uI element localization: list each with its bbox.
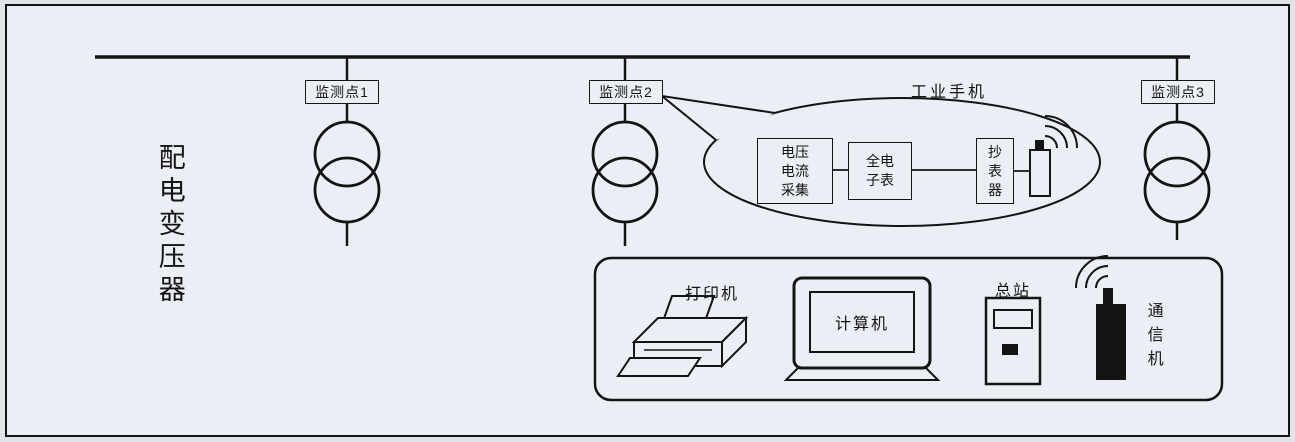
transformer-symbol-3	[1143, 57, 1211, 240]
monitor-point-2-label: 监测点2	[589, 80, 663, 104]
wireless-signal-icon	[1044, 115, 1078, 149]
communicator-icon	[1096, 288, 1126, 380]
callout-title: 工业手机	[910, 84, 987, 101]
monitor-point-1-label: 监测点1	[305, 80, 379, 104]
handheld-reader-icon	[1029, 140, 1051, 197]
station-enclosure	[593, 256, 1224, 402]
wireless-signal-icon	[1075, 255, 1109, 289]
master-station-label: 总站	[994, 283, 1031, 300]
printer-icon	[616, 295, 749, 377]
transformer-symbol-2	[591, 57, 659, 246]
callout-box-voltage-current: 电压电流采集	[757, 138, 833, 204]
callout-box-meter-reader: 抄表器	[976, 138, 1014, 204]
communicator-label: 通信机	[1147, 303, 1164, 368]
monitor-icon	[783, 276, 941, 381]
monitor-point-3-label: 监测点3	[1141, 80, 1215, 104]
callout-box-meter-reader-label: 抄表器	[988, 143, 1002, 198]
callout-box-electronic-meter: 全电子表	[848, 142, 912, 200]
distribution-transformer-label: 配电变压器	[158, 143, 186, 305]
callout-box-voltage-current-label: 电压电流采集	[781, 143, 809, 198]
callout-box-electronic-meter-label: 全电子表	[866, 153, 894, 188]
printer-label: 打印机	[684, 286, 739, 303]
master-station-icon	[984, 296, 1042, 386]
computer-label: 计算机	[834, 316, 889, 333]
